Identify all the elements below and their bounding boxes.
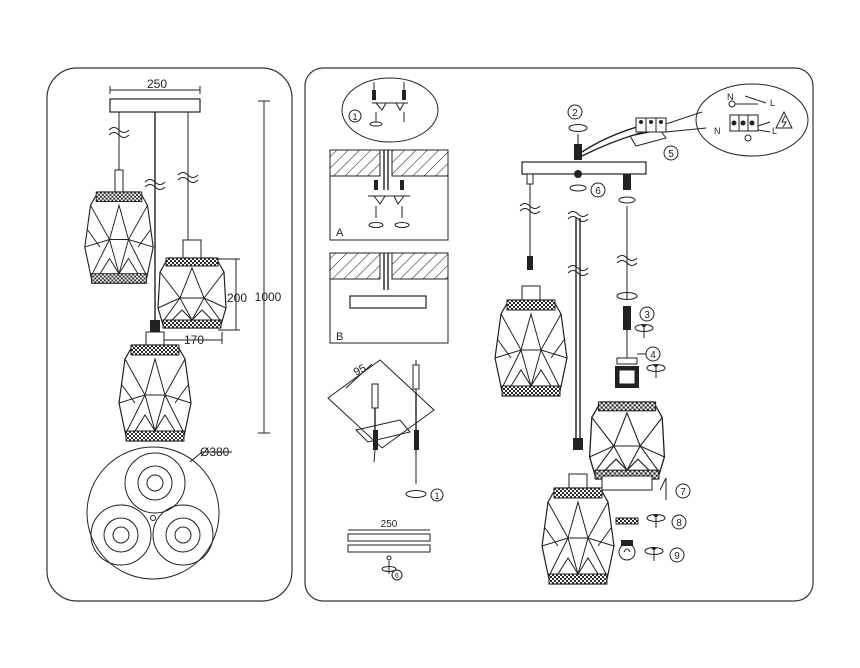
bracket-spacing-label: 95 <box>352 362 368 378</box>
mounting-bracket-detail: 95 1 <box>327 359 444 502</box>
canopy-width-label: 250 <box>147 77 167 91</box>
wire-l-top: L <box>770 98 775 108</box>
step6-label: 6 <box>595 186 601 197</box>
shade-height-label: 200 <box>227 291 247 305</box>
step2-ceiling-connector: 2 6 <box>567 104 645 198</box>
crossbar-detail: 250 6 <box>347 519 431 581</box>
shade-center <box>118 344 192 442</box>
assembly-right-pendant: 3 4 7 8 9 <box>588 174 691 563</box>
left-panel <box>46 67 293 602</box>
total-height-label: 1000 <box>255 290 282 304</box>
step9-label: 9 <box>674 551 680 562</box>
detail-a-label: A <box>336 227 344 239</box>
step7-label: 7 <box>680 487 686 498</box>
shade-height-dimension: 200 <box>218 258 247 331</box>
step3-label: 3 <box>644 310 650 321</box>
wire-n-top: N <box>727 92 734 102</box>
step8-label: 8 <box>676 518 682 529</box>
right-panel <box>304 67 814 602</box>
assembly-center-pendant <box>541 211 615 585</box>
step5-label: 5 <box>668 149 674 160</box>
canopy <box>109 98 201 113</box>
wire-l-bottom: L <box>772 126 777 136</box>
bracket-step-ref: 1 <box>434 491 439 501</box>
shade-left <box>84 191 154 284</box>
crossbar-step-ref: 6 <box>395 573 399 580</box>
wire-n-bottom: N <box>714 126 721 136</box>
canopy-bottom-view: Ø380 <box>86 445 232 580</box>
detail-a: A <box>329 149 449 241</box>
detail-b-label: B <box>336 331 343 343</box>
total-height-dimension: 1000 <box>255 100 282 434</box>
canopy-diameter-label: Ø380 <box>200 445 230 459</box>
crossbar-length-label: 250 <box>381 519 398 530</box>
shade-right <box>157 257 227 329</box>
step2-label: 2 <box>572 108 578 119</box>
pendant-cords <box>108 112 199 322</box>
wiring-detail: N L N L <box>695 83 809 157</box>
assembly-right-shade <box>588 401 666 480</box>
shade-center-clip <box>150 320 160 332</box>
step5-terminal-block: 5 <box>629 111 707 161</box>
step1-ceiling-detail: 1 <box>341 77 439 143</box>
detail-b: B <box>329 252 449 344</box>
assembly-center-shade <box>541 487 615 585</box>
step1-label: 1 <box>352 112 357 122</box>
assembly-left-pendant <box>494 173 568 397</box>
step4-label: 4 <box>650 350 656 361</box>
shade-right-socket <box>182 239 202 259</box>
canopy-width-dimension: 250 <box>109 77 201 94</box>
shade-width-label: 170 <box>184 333 204 347</box>
assembly-left-shade <box>494 299 568 397</box>
main-canopy <box>521 161 647 175</box>
